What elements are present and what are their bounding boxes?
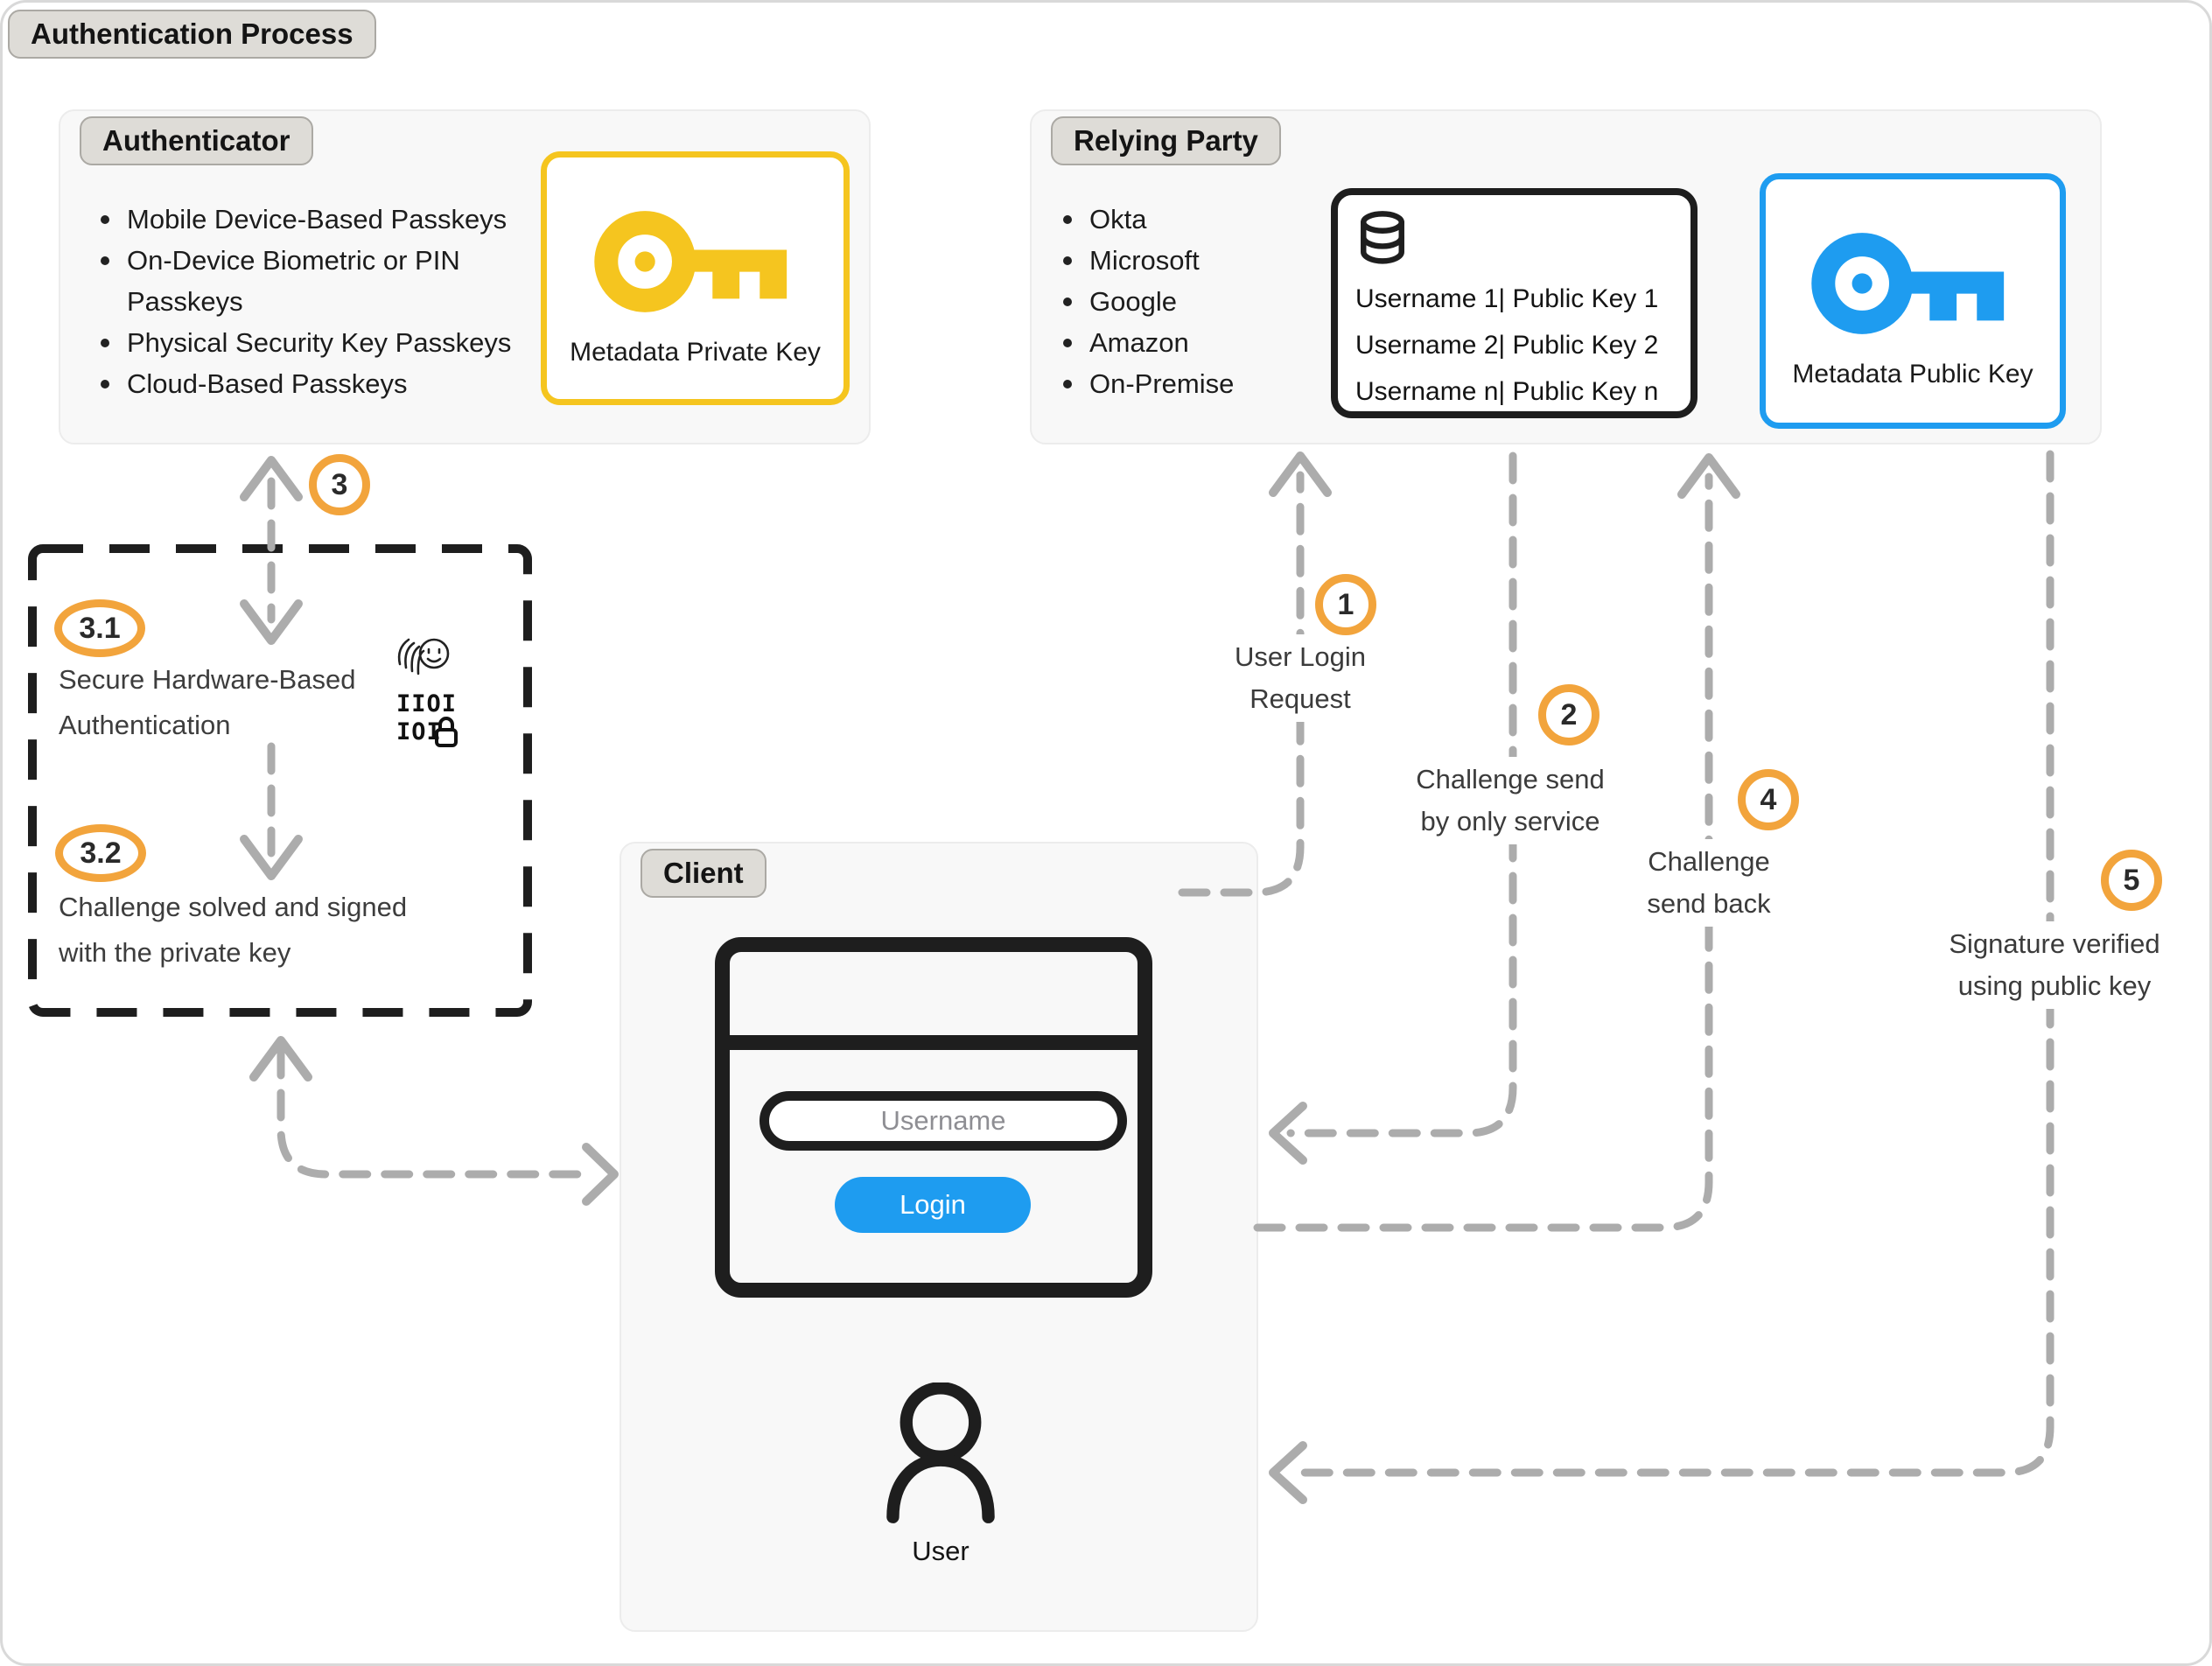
credential-row: Username 2| Public Key 2 <box>1355 331 1659 360</box>
credential-row: Username n| Public Key n <box>1355 377 1659 406</box>
browser-window-titlebar <box>730 952 1138 1050</box>
authenticator-label: Authenticator <box>80 116 313 165</box>
credential-rows: Username 1| Public Key 1 Username 2| Pub… <box>1355 276 1658 415</box>
step-3-badge: 3 <box>309 454 370 515</box>
step-5-badge: 5 <box>2101 850 2162 911</box>
authenticator-list: Mobile Device-Based Passkeys On-Device B… <box>92 199 512 404</box>
page-title: Authentication Process <box>8 10 376 59</box>
user-figure: User <box>879 1382 1002 1567</box>
key-icon <box>593 211 787 312</box>
list-item: Microsoft <box>1054 240 1422 281</box>
list-item: Cloud-Based Passkeys <box>92 363 512 404</box>
list-item: Okta <box>1054 199 1422 240</box>
list-item: On-Premise <box>1054 363 1422 404</box>
metadata-public-key-box: Metadata Public Key <box>1760 173 2066 429</box>
step-1-label: User Login Request <box>1212 634 1389 722</box>
user-icon <box>886 1382 995 1523</box>
step-4-label: Challenge send back <box>1625 839 1793 927</box>
step-5-label: Signature verified using public key <box>1918 921 2191 1009</box>
client-panel: Username Login User <box>620 842 1258 1632</box>
list-item: Google <box>1054 281 1422 322</box>
client-label: Client <box>640 849 766 898</box>
relying-party-list: Okta Microsoft Google Amazon On-Premise <box>1054 199 1422 404</box>
step-3-2-text: Challenge solved and signed with the pri… <box>59 892 408 968</box>
list-item: Amazon <box>1054 322 1422 363</box>
database-icon <box>1361 211 1404 264</box>
svg-text:IIOI: IIOI <box>396 690 457 718</box>
step-3-2-badge: 3.2 <box>55 824 146 882</box>
credential-row: Username 1| Public Key 1 <box>1355 284 1659 313</box>
list-item: On-Device Biometric or PIN Passkeys <box>92 240 512 322</box>
metadata-private-key-box: Metadata Private Key <box>541 151 850 405</box>
step-1-badge: 1 <box>1315 574 1376 635</box>
step-2-label: Challenge send by only service <box>1396 757 1625 844</box>
step-4-badge: 4 <box>1738 769 1799 830</box>
step-2-badge: 2 <box>1538 684 1600 746</box>
relying-party-label: Relying Party <box>1051 116 1281 165</box>
metadata-private-key-label: Metadata Private Key <box>570 338 821 367</box>
step-3-1-badge: 3.1 <box>54 599 145 657</box>
metadata-public-key-label: Metadata Public Key <box>1792 360 2034 388</box>
binary-lock-icon: IIOI IOI <box>396 690 458 747</box>
fingerprint-face-icon <box>397 638 450 676</box>
step-3-1-text: Secure Hardware-Based Authentication <box>59 664 356 740</box>
user-label: User <box>912 1536 970 1566</box>
list-item: Mobile Device-Based Passkeys <box>92 199 512 240</box>
list-item: Physical Security Key Passkeys <box>92 322 512 363</box>
login-button: Login <box>835 1177 1031 1233</box>
key-icon <box>1811 233 2005 334</box>
credential-database-box: Username 1| Public Key 1 Username 2| Pub… <box>1331 188 1698 418</box>
browser-window-icon: Username Login <box>715 937 1152 1298</box>
username-input: Username <box>760 1091 1127 1151</box>
